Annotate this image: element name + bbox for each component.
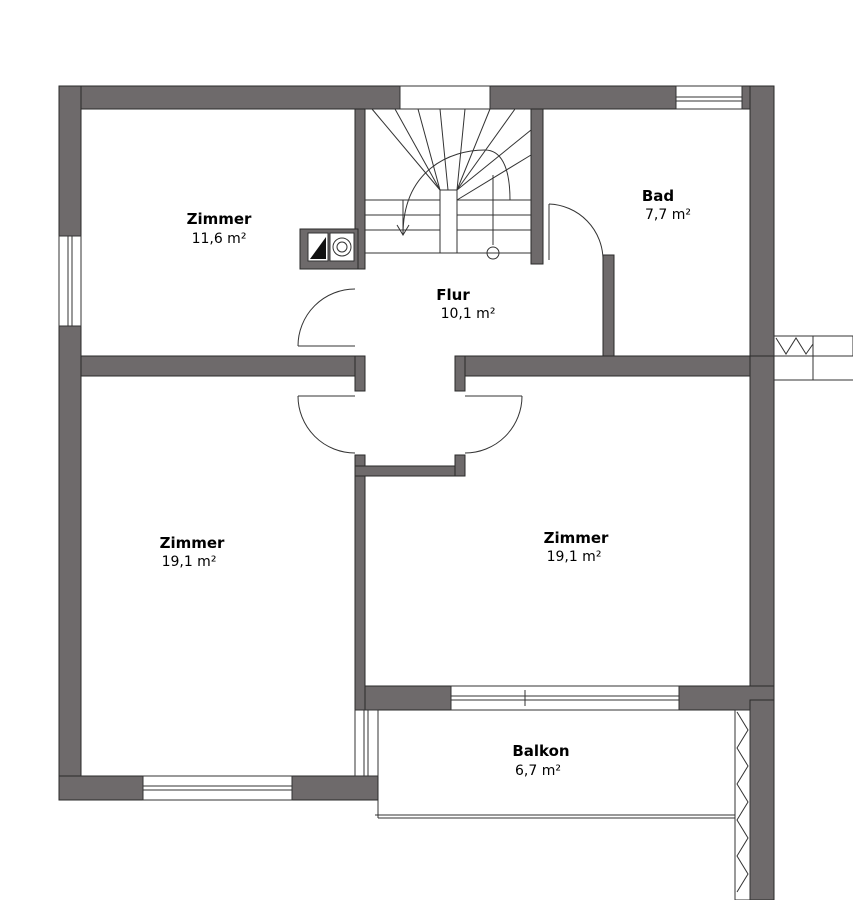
room-name: Balkon [512, 742, 569, 760]
room-area: 11,6 m² [192, 231, 247, 247]
wall-interior-v3 [602, 254, 615, 366]
room-label-balkon: Balkon 6,7 m² [512, 742, 569, 779]
wall-bottom-left [58, 775, 144, 801]
room-label-zimmer-top-left: Zimmer 11,6 m² [187, 210, 252, 247]
wall-interior-v4 [354, 454, 366, 711]
wall-bottom-middle [291, 775, 379, 801]
wall-interior-stub2 [354, 355, 366, 392]
room-name: Flur [436, 286, 470, 304]
wall-interior-h2 [454, 355, 751, 377]
chimney-icon [307, 232, 355, 262]
wall-right-lower [749, 355, 775, 709]
door-swings [297, 203, 604, 454]
wall-interior-h1 [80, 355, 366, 377]
room-name: Zimmer [160, 534, 225, 552]
room-label-bad: Bad 7,7 m² [642, 187, 691, 223]
room-label-zimmer-bottom-right: Zimmer 19,1 m² [544, 529, 609, 565]
room-name: Zimmer [187, 210, 252, 228]
wall-interior-stub3 [454, 454, 466, 477]
door-swing-icon [297, 288, 356, 347]
wall-top-center [489, 85, 677, 110]
window-icon [58, 235, 82, 327]
wall-interior-h3 [354, 465, 466, 477]
window-icon [354, 709, 379, 777]
window-icon [450, 685, 680, 711]
room-area: 10,1 m² [441, 306, 496, 322]
balcony-outline [375, 800, 735, 819]
room-name: Bad [642, 187, 674, 205]
wall-interior-stub [454, 355, 466, 392]
walls [58, 85, 775, 900]
room-area: 19,1 m² [162, 554, 217, 570]
room-area: 7,7 m² [645, 207, 691, 223]
railing-icon [734, 709, 751, 900]
window-icon [399, 85, 491, 110]
wall-interior-v2 [530, 108, 544, 265]
wall-top-left [58, 85, 401, 110]
wall-left-upper [58, 85, 82, 237]
wall-left-middle [58, 325, 82, 801]
room-name: Zimmer [544, 529, 609, 547]
door-swing-icon [297, 395, 356, 454]
wall-right-upper [749, 85, 775, 377]
door-swing-icon [464, 395, 523, 454]
wall-interior-v1 [354, 108, 366, 270]
room-area: 6,7 m² [515, 763, 561, 779]
windows [58, 85, 743, 801]
staircase-icon [365, 108, 532, 260]
window-icon [142, 775, 293, 801]
room-label-zimmer-bottom-left: Zimmer 19,1 m² [160, 534, 225, 570]
door-swing-icon [548, 203, 604, 261]
room-area: 19,1 m² [547, 549, 602, 565]
window-icon [675, 85, 743, 110]
wall-bottom-right-a [354, 685, 452, 711]
room-label-flur: Flur 10,1 m² [436, 286, 495, 322]
railing-right [773, 335, 853, 381]
wall-right-ext [749, 699, 775, 900]
